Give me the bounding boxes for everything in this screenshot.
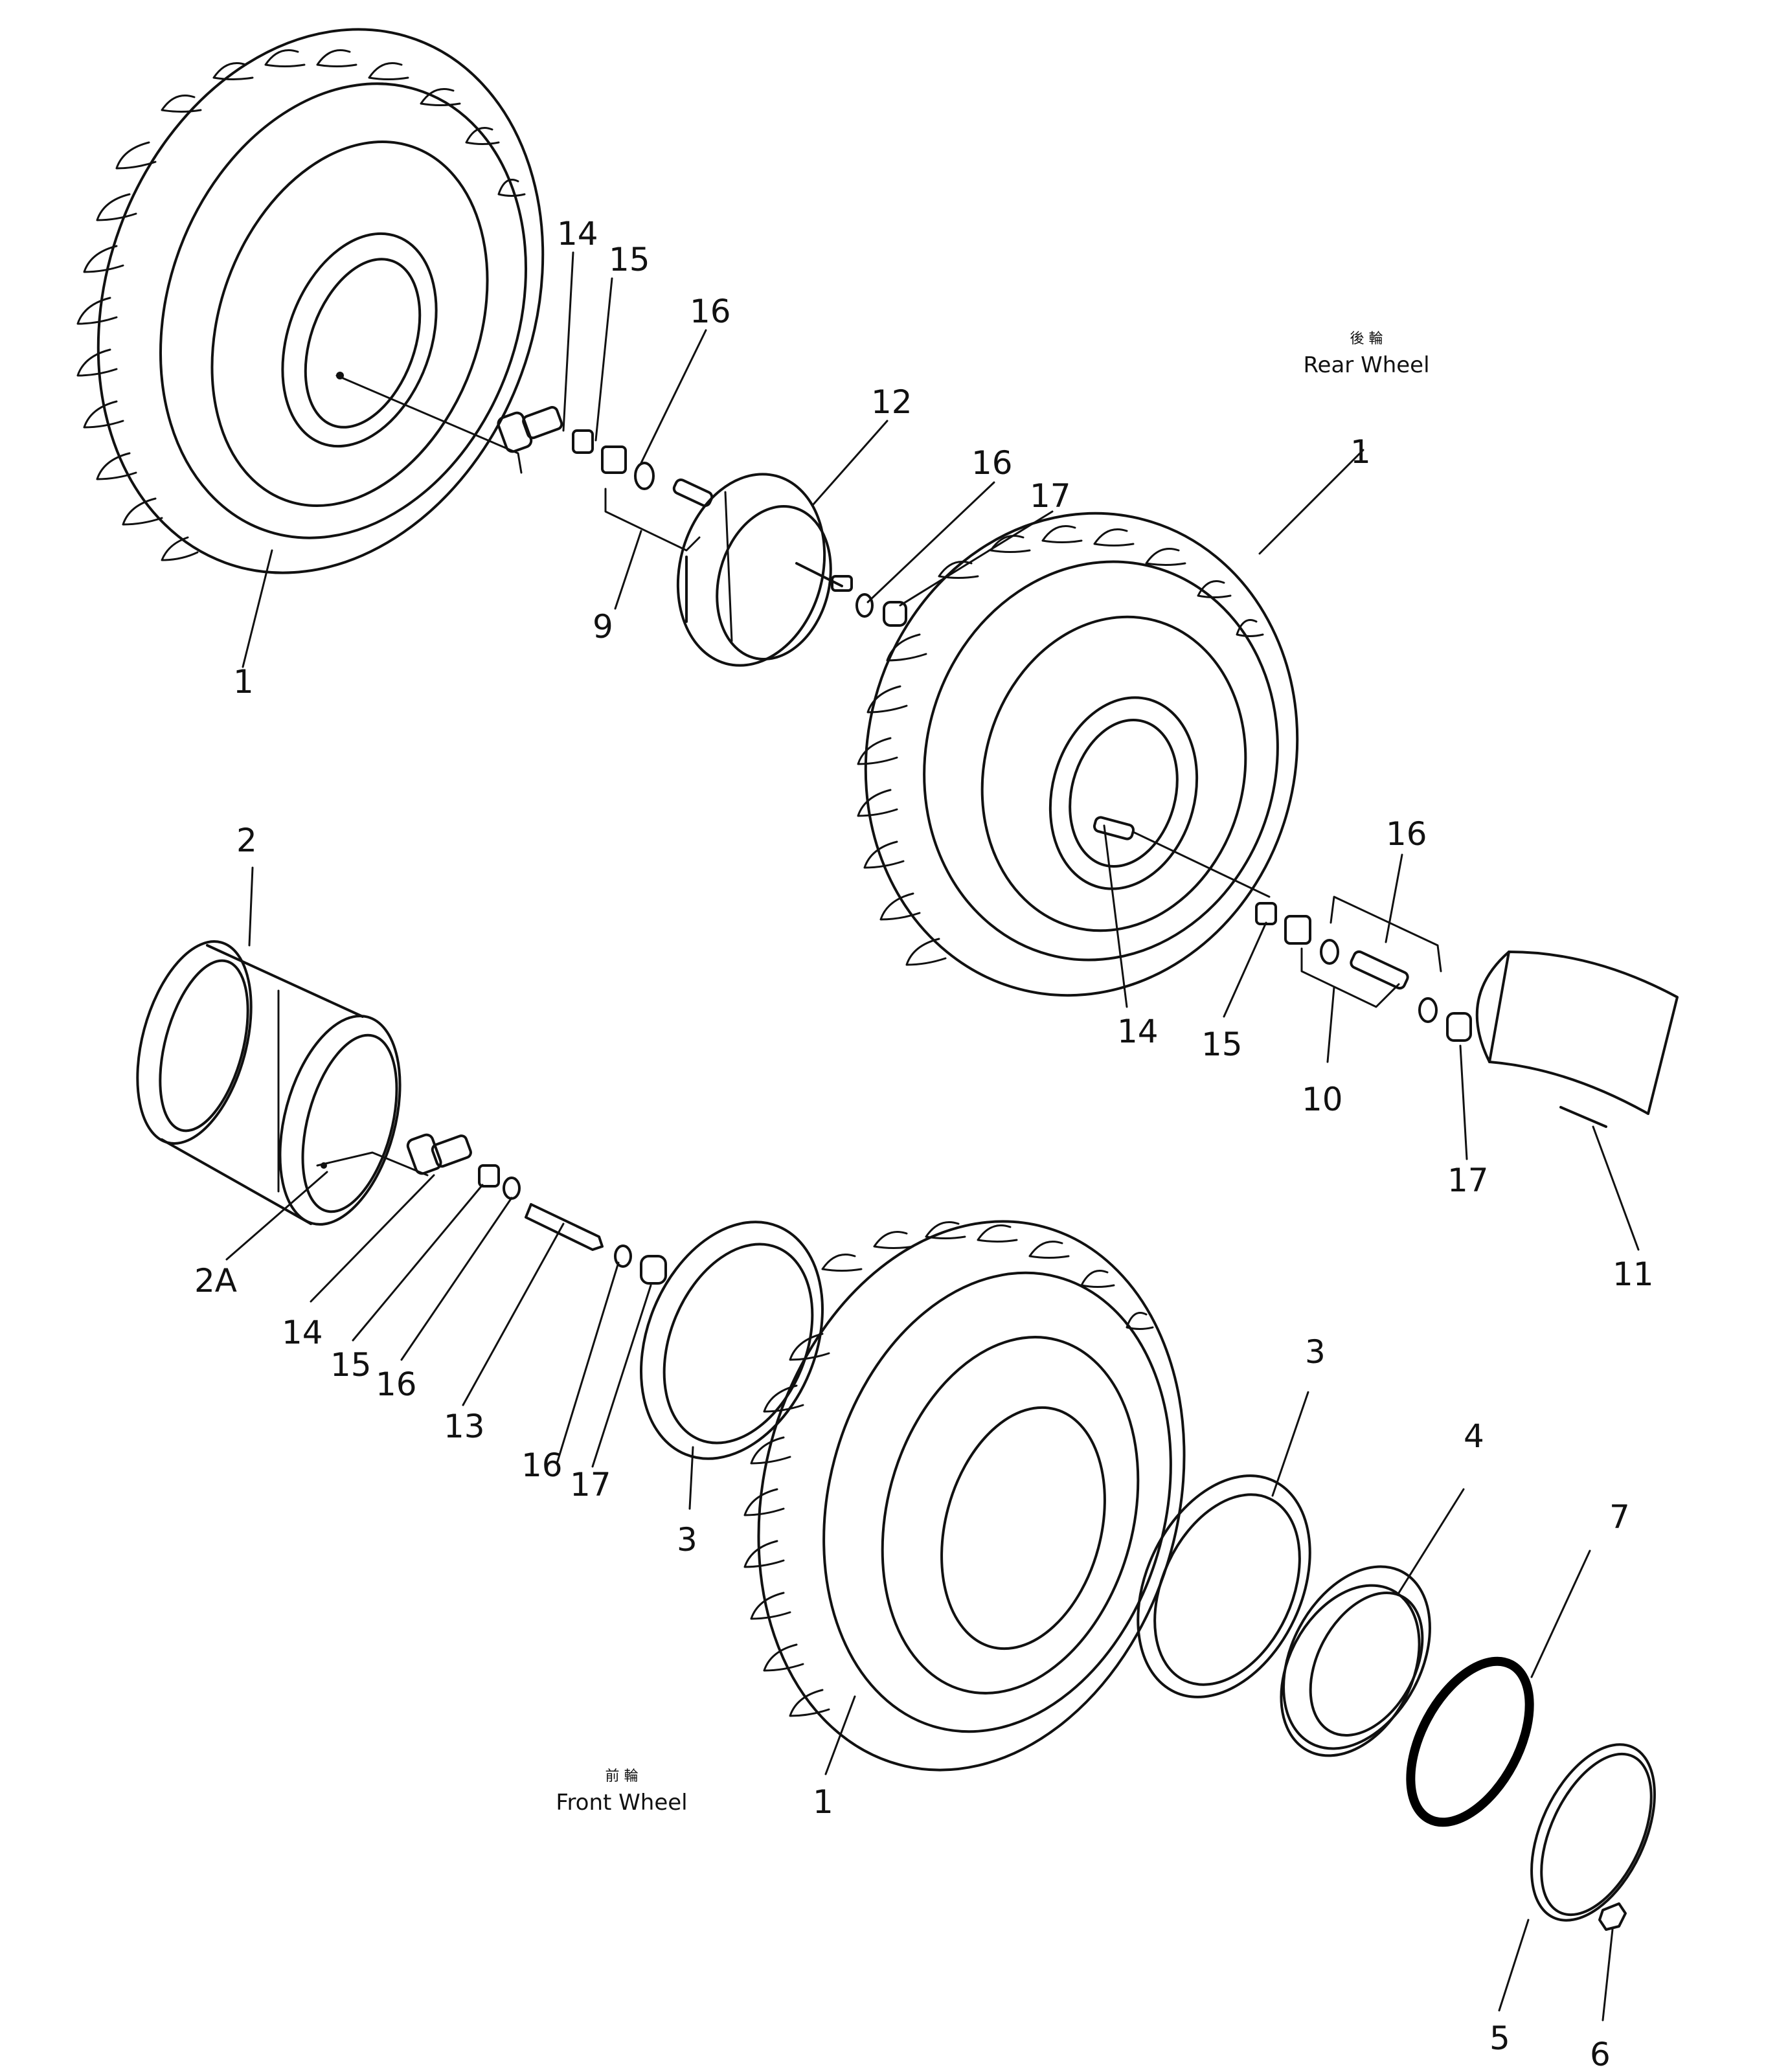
rear-left-nut-15 (572, 429, 594, 454)
rear-right-group-10-bracket (1300, 895, 1442, 1063)
callouts-rear-right: 1 16 14 15 10 17 11 (1117, 433, 1654, 1293)
rear-right-tire (857, 512, 1299, 997)
front-lock-ring-5 (1530, 1743, 1656, 1922)
callout-14: 14 (1117, 1013, 1159, 1050)
callouts-front: 2 2A 14 15 16 13 16 17 3 3 4 7 1 5 6 (194, 822, 1630, 2072)
rear-right-flap-11 (1475, 951, 1679, 1128)
callout-6: 6 (1590, 2036, 1611, 2072)
rear-right-valve-stem (1350, 950, 1409, 990)
callout-13: 13 (444, 1408, 485, 1445)
callout-15: 15 (609, 241, 650, 278)
callout-4: 4 (1464, 1417, 1484, 1455)
callout-10: 10 (1302, 1081, 1343, 1118)
front-nut-15 (478, 1164, 500, 1188)
rear-left-group-9-bracket (604, 488, 701, 610)
rear-right-washer-16 (1320, 939, 1339, 965)
front-wheel-label: 前 輪 Front Wheel (556, 1768, 687, 1816)
rear-left-washer-16b (855, 593, 874, 618)
front-wheel-label-jp: 前 輪 (606, 1768, 639, 1785)
callout-15: 15 (1201, 1026, 1243, 1063)
callout-16: 16 (690, 293, 731, 330)
rear-left-valve-elbow (497, 406, 563, 453)
callout-14: 14 (282, 1314, 323, 1351)
rear-right-cap-17 (1446, 1012, 1472, 1042)
callouts-rear-left: 14 15 16 12 16 17 9 1 (233, 215, 1071, 701)
front-wheel-label-en: Front Wheel (556, 1790, 687, 1816)
leader-lines (225, 251, 1640, 2021)
callout-16b: 16 (971, 444, 1013, 482)
front-valve-elbow (406, 1133, 472, 1175)
callout-3b: 3 (1305, 1333, 1326, 1371)
rear-right-nut-15b (1284, 915, 1311, 945)
callout-17: 17 (1447, 1162, 1489, 1199)
callout-12: 12 (871, 383, 912, 421)
rear-left-cap-17 (883, 601, 907, 627)
front-rim-2 (136, 940, 429, 1226)
callout-17: 17 (1030, 477, 1071, 515)
rear-left-flap-12 (676, 473, 853, 667)
callout-2a: 2A (194, 1262, 237, 1300)
front-tire (743, 1220, 1186, 1772)
front-flap-3b (1137, 1474, 1311, 1698)
callout-5: 5 (1489, 2020, 1510, 2057)
front-valve-tube-13 (525, 1203, 604, 1251)
callout-11: 11 (1613, 1256, 1654, 1293)
rear-left-washer-16 (634, 462, 655, 490)
callout-9: 9 (593, 608, 613, 646)
callout-15: 15 (330, 1346, 372, 1384)
callout-14: 14 (557, 215, 598, 253)
rear-left-tire (76, 28, 545, 574)
callout-16b: 16 (521, 1447, 563, 1484)
rear-right-washer-16b (1418, 997, 1438, 1023)
callout-1: 1 (813, 1783, 833, 1821)
front-cap-17 (640, 1255, 667, 1285)
rear-wheel-label-en: Rear Wheel (1303, 352, 1429, 378)
callout-16: 16 (376, 1366, 417, 1403)
callout-3a: 3 (677, 1521, 697, 1559)
front-o-ring-7 (1406, 1656, 1534, 1827)
front-washer-16b (614, 1244, 632, 1268)
rear-wheel-label: 後 輪 Rear Wheel (1303, 331, 1429, 378)
callout-16: 16 (1386, 815, 1427, 853)
front-washer-16 (503, 1177, 521, 1200)
callout-7: 7 (1609, 1498, 1630, 1536)
rear-right-nut-15 (1255, 902, 1277, 925)
rear-wheel-label-jp: 後 輪 (1350, 331, 1383, 347)
callout-2: 2 (236, 822, 257, 859)
callout-1: 1 (1350, 433, 1371, 471)
rear-left-nut-15b (601, 445, 627, 474)
callout-1: 1 (233, 663, 254, 701)
front-driver-key-6 (1598, 1902, 1627, 1931)
front-side-ring-4 (1280, 1565, 1431, 1757)
callout-17: 17 (570, 1466, 611, 1503)
front-flap-3a (640, 1221, 824, 1460)
